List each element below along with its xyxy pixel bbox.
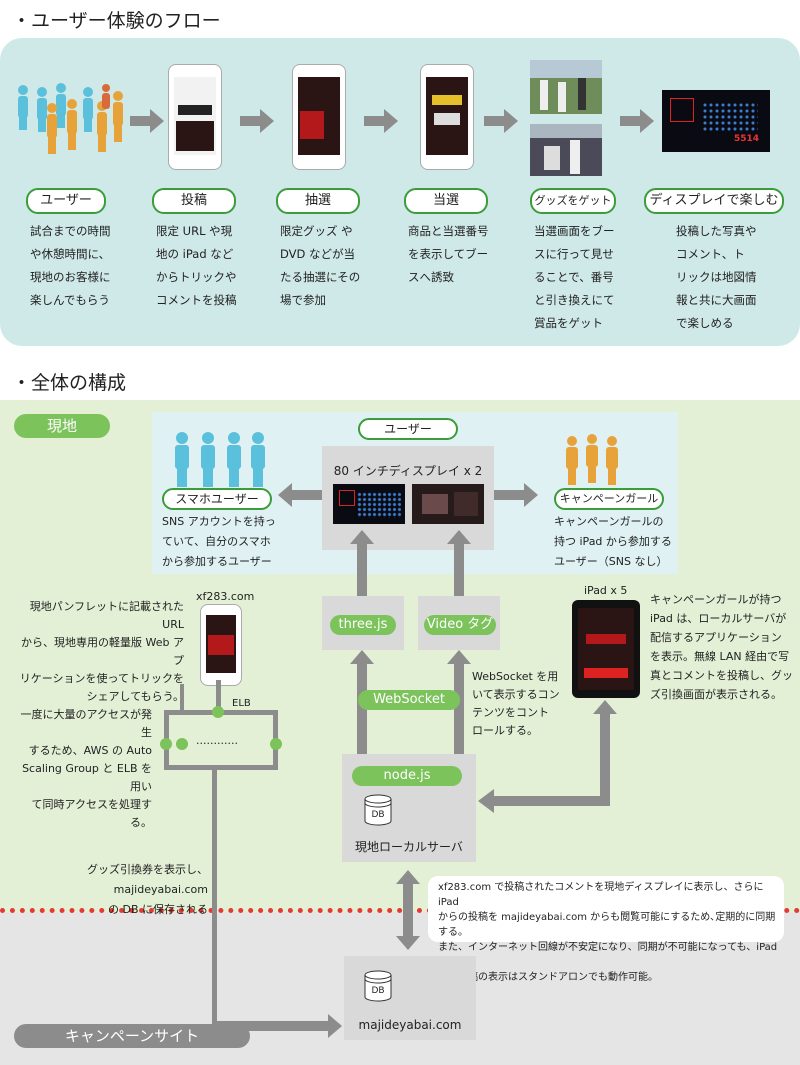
arrow-to-smartphone-users [292,490,322,500]
sync-arrow-head-up [396,870,420,884]
sync-desc-box [428,876,784,942]
section2-title: ・全体の構成 [12,372,127,394]
campaign-girl-pill: キャンペーンガール [554,488,664,510]
step-pill-user: ユーザー [26,188,106,214]
arrow-node-ipad-h [494,796,604,806]
big-display-image: 5514 [662,90,770,152]
smartphone-user-desc: SNS アカウントを持っていて、自分のスマホから参加するユーザー [162,515,276,568]
arrow-node-ipad-head-up [593,700,617,714]
majideyabai-label: majideyabai.com [358,1018,462,1032]
step-pill-win: 当選 [404,188,488,214]
local-server-label: 現地ローカルサーバ [355,840,463,854]
websocket-desc: WebSocket を用いて表示するコンテンツをコントロールする。 [472,670,560,737]
xf283-phone [200,604,242,686]
ipad-label: iPad x 5 [584,584,628,597]
arrow-to-campaign-girls-head [524,483,538,507]
xf283-label: xf283.com [196,590,255,603]
sync-desc: xf283.com で投稿されたコメントを現地ディスプレイに表示し、さらに iP… [438,882,778,983]
network-boundary-line [0,908,800,913]
campaign-girls-icon [566,434,618,485]
arrow-to-smartphone-users-head [278,483,292,507]
display-number: 5514 [734,134,760,144]
phone-win-screen [420,64,474,170]
display-screen-1 [333,484,405,524]
users-pill: ユーザー [358,418,458,440]
flow-arrow-1 [130,116,152,126]
local-db-label: DB [371,810,385,820]
threejs-label: three.js [330,615,396,635]
flow-arrow-5-head [640,109,654,133]
arrow-to-campaign-girls [494,490,524,500]
phone-lottery-screen [292,64,346,170]
flow-arrow-3-head [384,109,398,133]
site-db-label: DB [371,986,385,996]
campaign-girl-desc: キャンペーンガールの持つ iPad から参加するユーザー（SNS なし） [554,515,672,568]
sync-arrow [403,882,413,938]
phone-post-screen [168,64,222,170]
path-elb-to-site-v [212,770,217,1026]
sync-arrow-head-down [396,936,420,950]
event-photo-2 [530,124,602,176]
step-desc-display: 投稿した写真やコメント、トリックは地図情報と共に大画面で楽しめる [676,224,757,330]
arrow-threejs-head [350,530,374,544]
flow-arrow-3 [364,116,386,126]
flow-arrow-4-head [504,109,518,133]
arrow-node-to-threejs [357,664,367,754]
elb-diagram [160,680,282,770]
arrow-node-video-head [447,650,471,664]
arrow-video-to-display [454,542,464,596]
flow-arrow-5 [620,116,642,126]
elb-dots: ............ [196,734,238,747]
local-db-icon [364,794,392,826]
flow-arrow-1-head [150,109,164,133]
step-pill-display: ディスプレイで楽しむ [644,188,784,214]
step-pill-lottery: 抽選 [276,188,360,214]
step-desc-goods: 当選画面をブースに行って見せることで、番号と引き換えにて賞品をゲット [534,224,615,330]
ipad-device [572,600,640,698]
step-desc-win: 商品と当選番号を表示してブースへ誘致 [408,224,489,284]
users-group-icon [18,83,123,154]
site-db-icon [364,970,392,1002]
arrow-threejs-to-display [357,542,367,596]
campaign-site-tag: キャンペーンサイト [14,1024,250,1048]
step-pill-goods: グッズをゲット [530,188,616,214]
video-label: Video タグ [424,615,496,635]
flow-arrow-2-head [260,109,274,133]
smartphone-user-pill: スマホユーザー [162,488,272,510]
smartphone-users-icon [175,432,265,487]
arrow-node-threejs-head [350,650,374,664]
arrow-node-ipad-head-left [478,789,494,813]
local-tag: 現地 [14,414,110,438]
event-photo-1 [530,60,602,114]
path-elb-to-site-h [212,1021,332,1031]
arrow-node-ipad-v [600,712,610,806]
step-desc-post: 限定 URL や現地の iPad などからトリックやコメントを投稿 [156,224,237,307]
flow-arrow-4 [484,116,506,126]
nodejs-label: node.js [352,766,462,786]
step-desc-user: 試合までの時間や休憩時間に、現地のお客様に楽しんでもらう [30,224,111,307]
websocket-label: WebSocket [358,690,460,710]
display-label: 80 インチディスプレイ x 2 [333,464,483,478]
display-screen-2 [412,484,484,524]
arrow-node-to-video [454,664,464,754]
path-elb-to-site-head [328,1014,342,1038]
flow-arrow-2 [240,116,262,126]
arrow-video-head [447,530,471,544]
elb-label: ELB [232,698,251,709]
step-pill-post: 投稿 [152,188,236,214]
section1-title: ・ユーザー体験のフロー [12,10,221,32]
